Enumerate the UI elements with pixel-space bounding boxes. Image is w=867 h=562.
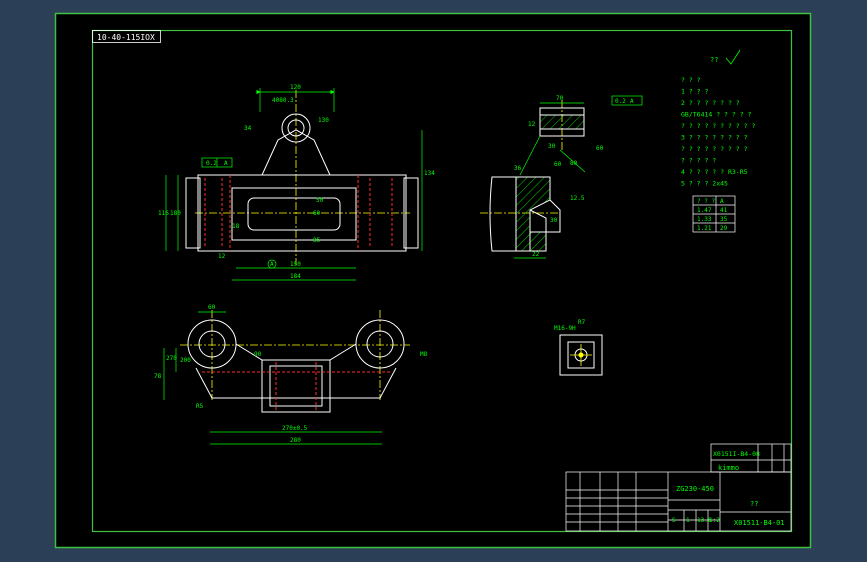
tech-note-line: GB/T6414 ? ? ? ? ? xyxy=(681,111,752,119)
tech-note-line: 2 ? ? ? ? ? ? ? xyxy=(681,99,740,107)
svg-text:1: 1 xyxy=(686,517,690,524)
inner-frame xyxy=(91,29,793,533)
svg-text:M8: M8 xyxy=(420,351,428,358)
corner-stamp: 10-40-115IOX xyxy=(92,30,161,43)
svg-text:18: 18 xyxy=(232,223,240,230)
svg-text:22: 22 xyxy=(532,251,540,258)
tech-note-line: ? ? ? ? ? ? ? ? ? ? xyxy=(681,122,755,130)
svg-text:A: A xyxy=(224,160,228,167)
ratio-table-cell: 35 xyxy=(720,216,728,223)
svg-text:kimmo: kimmo xyxy=(718,464,739,472)
svg-text:X0151I-B4-08: X0151I-B4-08 xyxy=(713,450,760,458)
front-view[interactable] xyxy=(165,88,423,281)
roughness-symbol: ?? xyxy=(710,49,741,65)
ratio-table-cell: A xyxy=(720,198,724,205)
svg-text:R7: R7 xyxy=(578,319,586,326)
svg-text:200: 200 xyxy=(180,357,191,364)
ratio-table-cell: 29 xyxy=(720,225,728,232)
svg-text:34: 34 xyxy=(244,125,252,132)
detail-view-dims: M16-9H R7 xyxy=(554,319,586,332)
svg-text:M16-9H: M16-9H xyxy=(554,325,576,332)
tech-note-line: 1 ? ? ? xyxy=(681,88,708,96)
title-block-text: X0151I-B4-08 kimmo ZG230-450 ?? X01511-B… xyxy=(672,450,785,527)
svg-text:280: 280 xyxy=(290,437,301,444)
tech-note-line: ? ? ? ? ? ? ? ? ? xyxy=(681,145,748,153)
tech-note-line: ? ? ? xyxy=(681,76,701,84)
svg-text:??: ?? xyxy=(750,500,758,508)
outer-border xyxy=(54,12,812,549)
svg-text:R5: R5 xyxy=(196,403,204,410)
svg-text:30: 30 xyxy=(548,143,556,150)
svg-text:0.2: 0.2 xyxy=(615,98,626,105)
top-view-dims: 60 270 200 90 78 R5 270±0.5 280 M8 xyxy=(154,304,428,444)
tech-note-line: ? ? ? ? ? xyxy=(681,157,716,165)
side-view[interactable] xyxy=(480,95,643,259)
svg-text:90: 90 xyxy=(254,351,262,358)
svg-text:270: 270 xyxy=(166,355,177,362)
svg-text:12.5: 12.5 xyxy=(570,195,585,202)
svg-text:30: 30 xyxy=(550,217,558,224)
svg-text:X01511-B4-01: X01511-B4-01 xyxy=(734,519,785,527)
svg-text:70: 70 xyxy=(556,95,564,102)
svg-text:12: 12 xyxy=(218,253,226,260)
svg-text:60: 60 xyxy=(313,210,321,217)
corner-stamp-text: 10-40-115IOX xyxy=(97,33,155,42)
ratio-table-cell: 41 xyxy=(720,207,728,214)
svg-text:A: A xyxy=(630,98,634,105)
svg-text:ZG230-450: ZG230-450 xyxy=(676,485,714,493)
svg-text:116: 116 xyxy=(158,210,169,217)
svg-text:184: 184 xyxy=(290,273,301,280)
svg-text:0.2: 0.2 xyxy=(206,160,217,167)
svg-text:50: 50 xyxy=(316,197,324,204)
ratio-table xyxy=(692,195,736,233)
top-view[interactable] xyxy=(163,310,410,445)
title-block[interactable] xyxy=(565,443,792,532)
svg-text:180: 180 xyxy=(170,210,181,217)
svg-text:150: 150 xyxy=(290,261,301,268)
ratio-table-cell: ? ? ? xyxy=(697,198,715,205)
svg-text:??: ?? xyxy=(710,56,718,64)
svg-text:4080.3: 4080.3 xyxy=(272,97,294,104)
svg-text:60: 60 xyxy=(208,304,216,311)
svg-text:270±0.5: 270±0.5 xyxy=(282,425,308,432)
drawing-sheet xyxy=(55,13,811,548)
svg-text:134: 134 xyxy=(424,170,435,177)
ratio-table-cell: 1.47 xyxy=(697,207,712,214)
svg-text:78: 78 xyxy=(154,373,162,380)
svg-text:60: 60 xyxy=(596,145,604,152)
svg-text:60: 60 xyxy=(554,161,562,168)
detail-view[interactable] xyxy=(559,334,603,376)
technical-notes: ? ? ? 1 ? ? ? 2 ? ? ? ? ? ? ? GB/T6414 ? ? … xyxy=(681,76,755,188)
svg-text:1:2: 1:2 xyxy=(709,517,720,524)
tech-note-line: 5 ? ? ? 2x45 xyxy=(681,180,728,188)
svg-text:S: S xyxy=(672,517,676,524)
svg-text:80: 80 xyxy=(570,160,578,167)
side-view-dims: 70 0.2 A 12 30 80 60 60 36 30 22 12.5 xyxy=(514,95,634,258)
svg-text:130: 130 xyxy=(318,117,329,124)
tech-note-line: 3 ? ? ? ? ? ? ? ? xyxy=(681,134,748,142)
ratio-table-cell: 1.21 xyxy=(697,225,712,232)
svg-text:85: 85 xyxy=(313,237,321,244)
svg-text:36: 36 xyxy=(514,165,522,172)
svg-text:120: 120 xyxy=(290,84,301,91)
svg-text:A: A xyxy=(270,261,274,268)
tech-note-line: 4 ? ? ? ? ? R3-R5 xyxy=(681,168,748,176)
ratio-table-cells: ? ? ? A 1.47 41 1.33 35 1.21 29 xyxy=(697,198,728,232)
svg-text:13.6: 13.6 xyxy=(697,517,712,524)
front-view-dims: 120 34 4080.3 130 0.2 A 134 180 116 18 6… xyxy=(158,84,435,280)
svg-text:12: 12 xyxy=(528,121,536,128)
ratio-table-cell: 1.33 xyxy=(697,216,712,223)
